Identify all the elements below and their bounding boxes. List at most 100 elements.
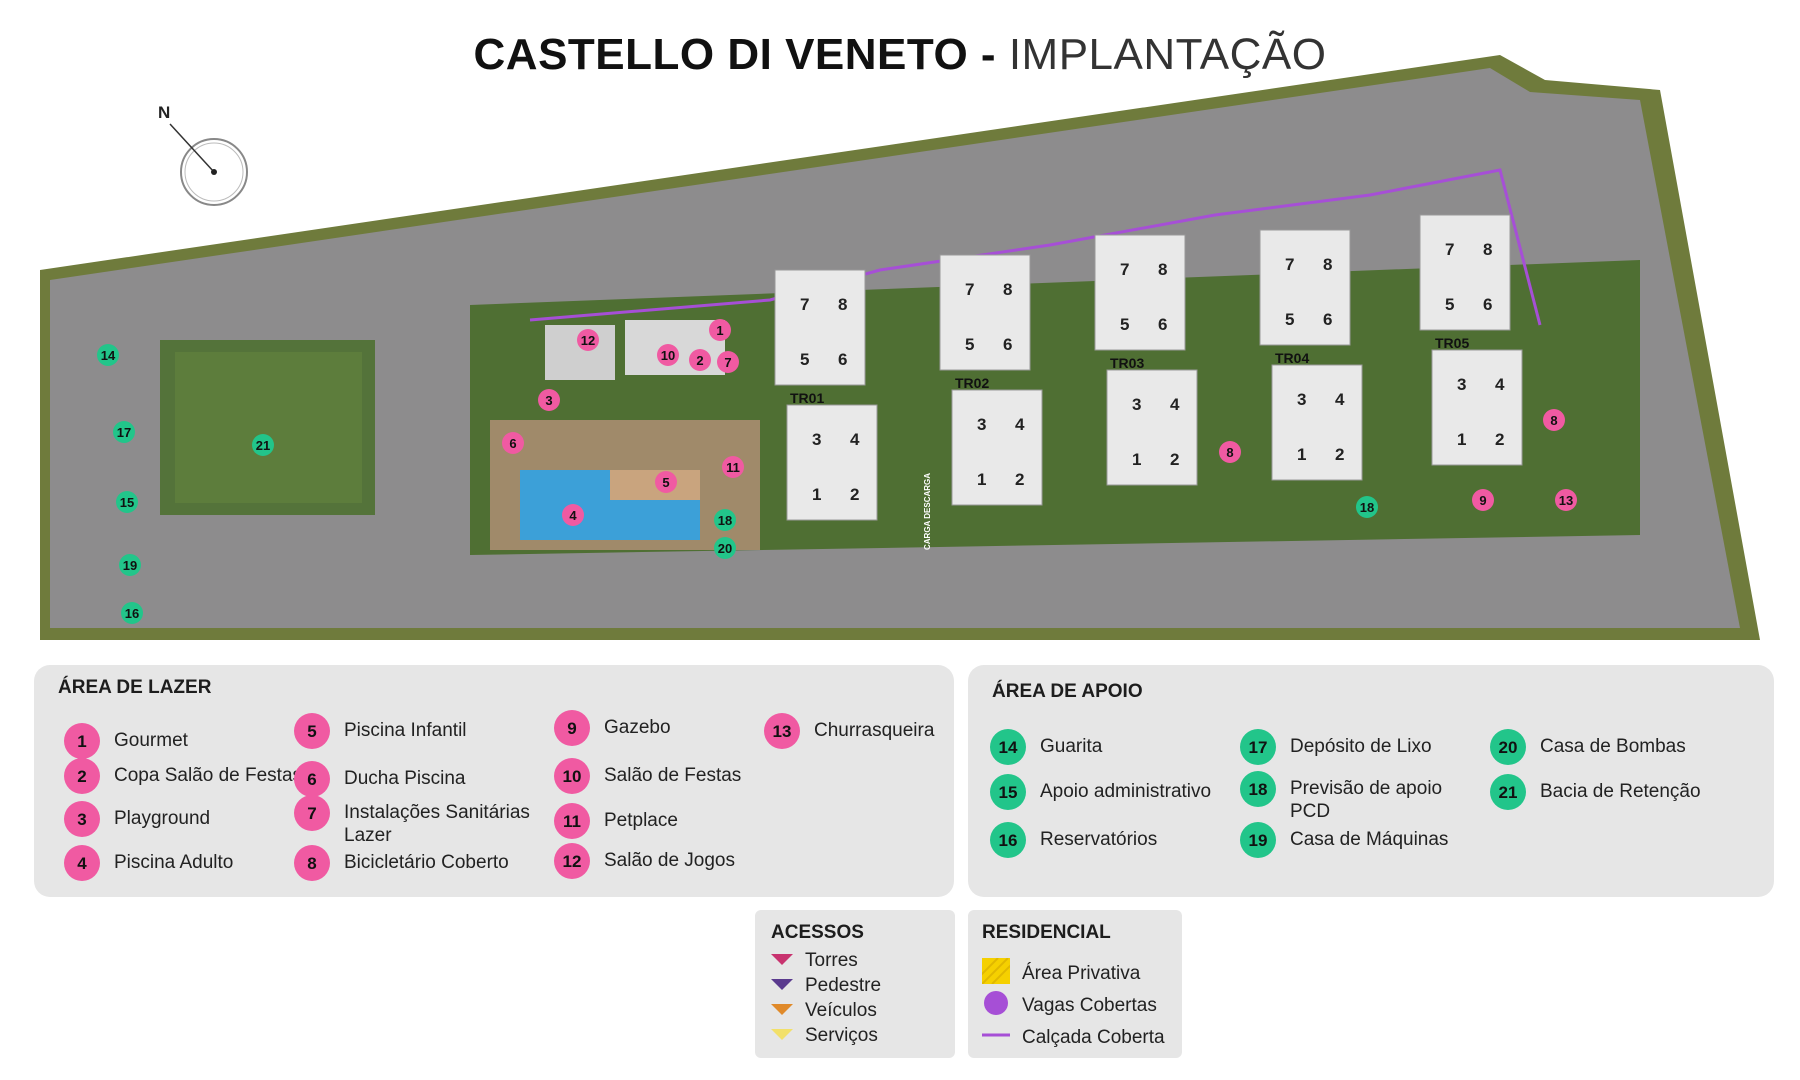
legend-label: Petplace: [604, 810, 678, 831]
badge-18: 18: [1240, 771, 1276, 807]
map-marker-number: 8: [1550, 413, 1557, 428]
unit-number: 1: [1457, 430, 1466, 449]
map-marker-number: 2: [696, 353, 703, 368]
unit-number: 8: [838, 295, 847, 314]
unit-number: 4: [850, 430, 860, 449]
unit-number: 7: [1120, 260, 1129, 279]
badge-16: 16: [990, 822, 1026, 858]
legend-label: Bicicletário Coberto: [344, 852, 509, 873]
unit-number: 4: [1495, 375, 1505, 394]
tower-label: TR04: [1275, 350, 1309, 366]
map-marker-21: [252, 434, 274, 456]
map-marker-number: 4: [569, 508, 577, 523]
unit-number: 1: [812, 485, 821, 504]
map-marker-17: [113, 421, 135, 443]
map-marker-number: 20: [718, 541, 732, 556]
map-marker-number: 18: [1360, 500, 1374, 515]
badge-14: 14: [990, 729, 1026, 765]
legend-label: Salão de Jogos: [604, 850, 735, 871]
unit-number: 6: [838, 350, 847, 369]
map-marker-number: 15: [120, 495, 134, 510]
legend-vagas-cobertas: Vagas Cobertas: [982, 990, 1157, 1022]
legend-label: Gourmet: [114, 730, 188, 751]
map-marker-6: [502, 432, 524, 454]
map-marker-number: 12: [581, 333, 595, 348]
badge-20: 20: [1490, 729, 1526, 765]
map-marker-number: 7: [724, 355, 731, 370]
unit-number: 3: [1132, 395, 1141, 414]
unit-number: 1: [977, 470, 986, 489]
purple-dot-icon: [982, 990, 1010, 1022]
legend-label: Copa Salão de Festas: [114, 765, 303, 786]
badge-2: 2: [64, 758, 100, 794]
map-marker-number: 1: [716, 323, 723, 338]
badge-10: 10: [554, 758, 590, 794]
unit-number: 8: [1483, 240, 1492, 259]
legend-item-20: 20 Casa de Bombas: [1490, 729, 1740, 765]
map-marker-number: 10: [661, 348, 675, 363]
access-arrow-icon: [771, 950, 793, 972]
access-arrow-icon: [771, 1000, 793, 1022]
legend-label: Piscina Infantil: [344, 720, 467, 741]
apoio-heading: ÁREA DE APOIO: [992, 681, 1143, 702]
badge-3: 3: [64, 801, 100, 837]
legend-label: Previsão de apoio PCD: [1290, 778, 1443, 822]
legend-item-9: 9 Gazebo: [554, 710, 754, 746]
map-marker-11: [722, 456, 744, 478]
map-marker-number: 11: [726, 460, 740, 475]
map-marker-20: [714, 537, 736, 559]
title-light: IMPLANTAÇÃO: [1008, 30, 1327, 79]
north-compass-icon: N: [150, 100, 260, 210]
legend-item-14: 14 Guarita: [990, 729, 1240, 765]
unit-number: 5: [800, 350, 809, 369]
lazer-heading: ÁREA DE LAZER: [58, 677, 212, 698]
unit-number: 4: [1335, 390, 1345, 409]
legend-label: Casa de Bombas: [1540, 736, 1686, 757]
map-marker-8: [1543, 409, 1565, 431]
unit-number: 1: [1132, 450, 1141, 469]
map-marker-15: [116, 491, 138, 513]
badge-19: 19: [1240, 822, 1276, 858]
unit-number: 6: [1483, 295, 1492, 314]
map-marker-12: [577, 329, 599, 351]
unit-number: 4: [1170, 395, 1180, 414]
tower-label: TR02: [955, 375, 989, 391]
unit-number: 5: [1120, 315, 1129, 334]
badge-11: 11: [554, 803, 590, 839]
unit-number: 3: [977, 415, 986, 434]
access-arrow-icon: [771, 975, 793, 997]
unit-number: 7: [1285, 255, 1294, 274]
legend-label: Gazebo: [604, 717, 671, 738]
page-title: CASTELLO DI VENETO - IMPLANTAÇÃO: [0, 30, 1800, 80]
legend-label: Guarita: [1040, 736, 1103, 757]
legend-label: Piscina Adulto: [114, 852, 234, 873]
badge-9: 9: [554, 710, 590, 746]
map-marker-number: 16: [125, 606, 139, 621]
badge-21: 21: [1490, 774, 1526, 810]
unit-number: 8: [1323, 255, 1332, 274]
acessos-heading: ACESSOS: [771, 922, 864, 943]
unit-number: 5: [965, 335, 974, 354]
badge-7: 7: [294, 795, 330, 831]
tower-label: TR03: [1110, 355, 1144, 371]
map-marker-number: 13: [1559, 493, 1573, 508]
map-marker-3: [538, 389, 560, 411]
map-marker-number: 14: [101, 348, 116, 363]
unit-number: 6: [1003, 335, 1012, 354]
legend-label: Instalações Sanitárias Lazer: [344, 802, 530, 846]
unit-number: 2: [1015, 470, 1024, 489]
legend-acesso-3: Serviços: [771, 1025, 878, 1047]
legend-item-2: 2 Copa Salão de Festas: [64, 758, 304, 794]
map-marker-number: 8: [1226, 445, 1233, 460]
